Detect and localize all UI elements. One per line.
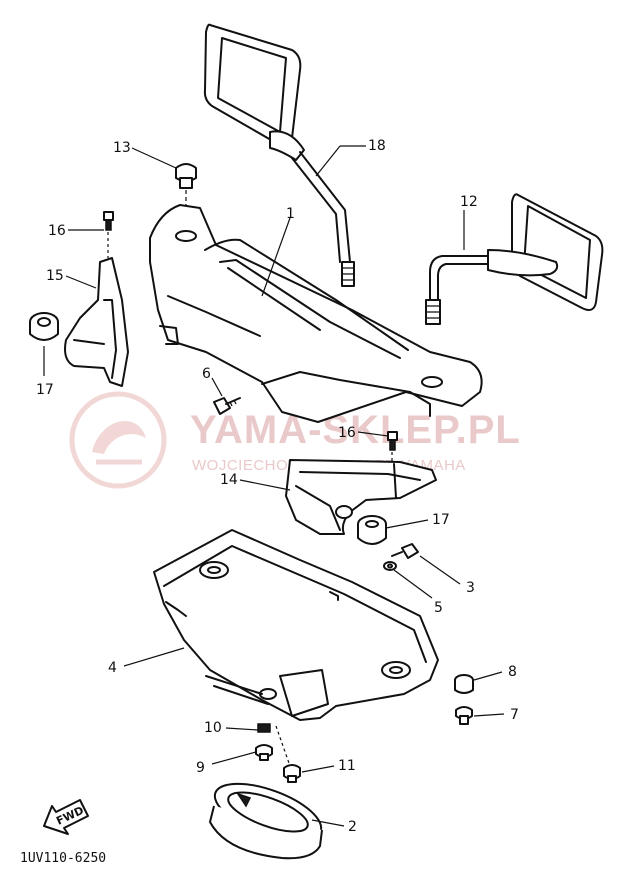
callout-6: 6 (202, 366, 211, 382)
left-switch-cover-group (29, 211, 129, 387)
watermark-logo (69, 391, 167, 489)
callout-1: 1 (286, 206, 295, 222)
callout-10: 10 (204, 720, 222, 736)
callout-8: 8 (508, 664, 517, 680)
callout-3: 3 (466, 580, 475, 596)
callout-16-left: 16 (48, 223, 66, 239)
screw-6 (213, 397, 241, 415)
callout-16-right: 16 (338, 425, 356, 441)
callout-13: 13 (113, 140, 131, 156)
callout-12: 12 (460, 194, 478, 210)
callout-11: 11 (338, 758, 356, 774)
grommet-8 (454, 674, 474, 694)
callout-18: 18 (368, 138, 386, 154)
callout-9: 9 (196, 760, 205, 776)
right-mirror (425, 193, 604, 325)
leader-lines (43, 145, 505, 827)
callout-4: 4 (108, 660, 117, 676)
callout-17-left: 17 (36, 382, 54, 398)
screw-3-and-washer-5 (383, 543, 419, 571)
screw-9 (255, 744, 273, 761)
callout-14: 14 (220, 472, 238, 488)
fwd-arrow-icon: FWD (43, 799, 89, 835)
callout-2: 2 (348, 819, 357, 835)
cap-13 (175, 163, 197, 228)
handlebar-lower-cover (153, 529, 439, 721)
nut-10 (257, 723, 271, 733)
left-mirror (203, 23, 355, 287)
watermark-brand: YAMA-SKLEP.PL (190, 408, 521, 452)
handlebar-upper-cover (149, 204, 483, 423)
screw-7 (455, 706, 473, 725)
callout-17-right: 17 (432, 512, 450, 528)
right-switch-cover-group (285, 431, 437, 545)
screw-11 (275, 725, 301, 783)
meter-ring-2 (209, 782, 323, 860)
callout-7: 7 (510, 707, 519, 723)
callout-15: 15 (46, 268, 64, 284)
callout-labels: 13 18 1 12 16 15 17 6 16 14 17 3 5 4 8 7… (36, 138, 519, 835)
callout-5: 5 (434, 600, 443, 616)
diagram-code: 1UV110-6250 (20, 851, 106, 866)
